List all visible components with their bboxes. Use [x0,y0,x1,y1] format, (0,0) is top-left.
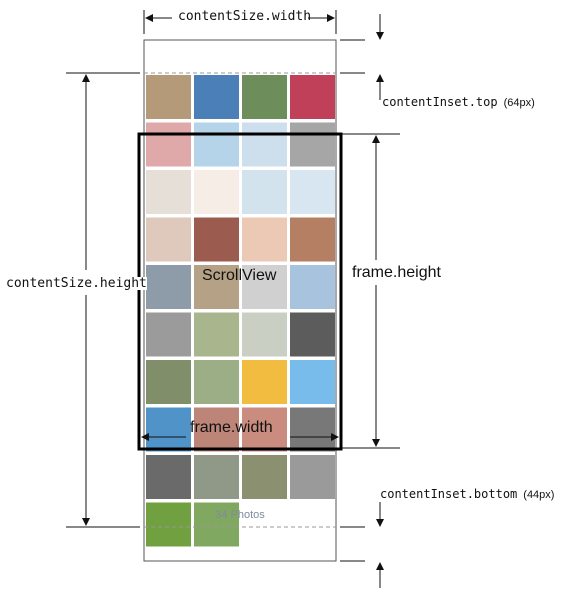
photo-grid [146,75,335,547]
photo-thumbnail [290,360,335,404]
scroll-view-label: ScrollView [202,267,277,284]
photo-thumbnail [242,75,287,119]
photo-thumbnail [146,312,191,357]
photo-thumbnail [194,502,239,547]
photo-thumbnail [242,170,287,214]
photo-thumbnail [242,455,287,499]
photo-thumbnail [194,265,239,309]
content-inset-bottom-label: contentInset.bottom (44px) [380,487,555,501]
photo-thumbnail [194,122,239,167]
photo-thumbnail [290,217,335,262]
content-outline [143,39,337,562]
content-inset-bottom-value: (44px) [523,489,555,501]
photo-thumbnail [146,265,191,309]
content-inset-top-name: contentInset.top [382,95,498,109]
photo-thumbnail [146,360,191,404]
content-inset-top-value: (64px) [503,97,535,109]
photo-thumbnail [146,217,191,262]
photo-thumbnail [290,265,335,309]
photos-count-label: 34 Photos [215,509,265,521]
photo-thumbnail [242,312,287,357]
photo-thumbnail [194,170,239,214]
scrollview-frame [137,132,343,451]
photo-thumbnail [242,265,287,309]
photo-thumbnail [290,122,335,167]
photo-thumbnail [194,75,239,119]
photo-thumbnail [290,170,335,214]
photo-thumbnail [194,312,239,357]
content-inset-top-label: contentInset.top (64px) [382,96,535,109]
content-inset-bottom-name: contentInset.bottom [380,487,518,501]
photo-thumbnail [146,502,191,547]
photo-thumbnail [146,455,191,499]
photo-thumbnail [146,122,191,167]
photo-thumbnail [290,407,335,452]
photo-thumbnail [290,75,335,119]
photo-thumbnail [194,455,239,499]
photo-thumbnail [146,170,191,214]
photo-thumbnail [242,122,287,167]
photo-thumbnail [146,75,191,119]
photo-thumbnail [194,217,239,262]
photo-thumbnail [146,407,191,452]
photo-thumbnail [242,407,287,452]
photo-thumbnail [242,360,287,404]
content-size-height-label: contentSize.height [6,276,147,291]
frame-height-label: frame.height [352,264,441,281]
frame-width-label: frame.width [190,419,273,436]
photo-thumbnail [290,312,335,357]
photo-thumbnail [194,407,239,452]
content-size-width-label: contentSize.width [178,9,312,24]
photo-thumbnail [194,360,239,404]
photo-thumbnail [290,455,335,499]
photo-thumbnail [242,217,287,262]
